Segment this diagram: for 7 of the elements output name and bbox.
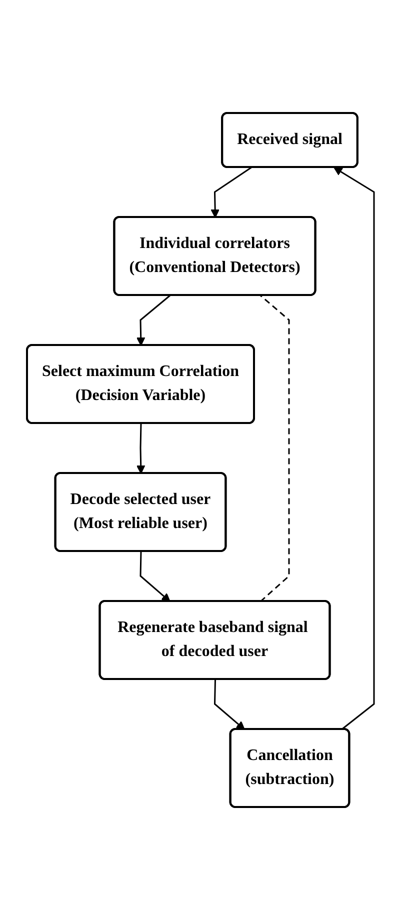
connector	[260, 294, 290, 602]
arrow	[136, 294, 170, 346]
arrow	[136, 422, 146, 474]
arrow	[210, 166, 252, 218]
arrow	[334, 166, 375, 730]
arrow	[140, 550, 170, 602]
arrow	[214, 678, 245, 730]
